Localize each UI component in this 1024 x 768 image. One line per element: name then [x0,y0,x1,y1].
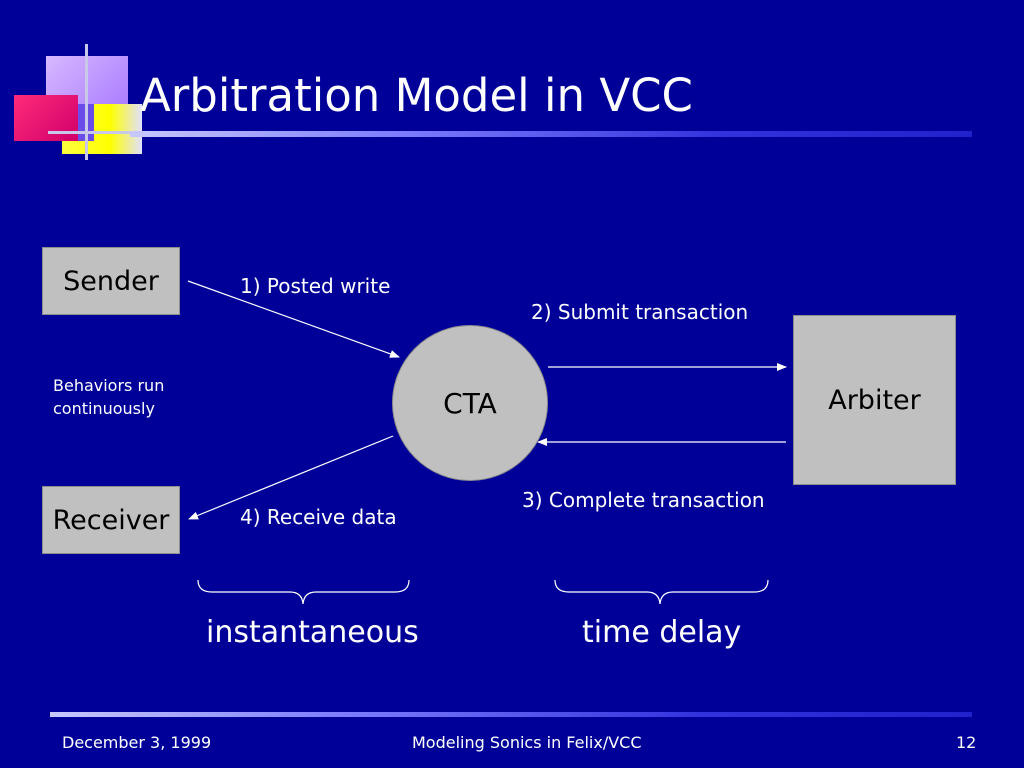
footer-rule [50,712,972,717]
edge-label-receive-data: 4) Receive data [240,505,397,529]
arbiter-label: Arbiter [828,384,921,416]
behaviors-note-line-2: continuously [53,399,155,418]
brace-instantaneous [197,579,410,605]
receiver-box: Receiver [42,486,180,554]
behaviors-note: Behaviors run continuously [53,374,213,420]
arrow-posted-write [187,280,400,358]
title-underline [130,131,972,137]
brace-label-instantaneous: instantaneous [206,615,419,650]
sender-box: Sender [42,247,180,315]
logo-vertical-line [85,44,88,160]
arbiter-box: Arbiter [793,315,956,485]
edge-label-posted-write: 1) Posted write [240,274,391,298]
receiver-label: Receiver [52,504,170,536]
brace-label-time-delay: time delay [582,615,742,650]
footer-date: December 3, 1999 [62,733,212,752]
cta-circle: CTA [392,325,548,481]
edge-label-complete-transaction: 3) Complete transaction [522,488,765,512]
brace-time-delay [554,579,769,605]
edge-label-submit-transaction: 2) Submit transaction [531,300,749,324]
footer-presentation-title: Modeling Sonics in Felix/VCC [412,733,642,752]
slide-title: Arbitration Model in VCC [140,69,693,122]
cta-label: CTA [443,386,497,420]
behaviors-note-line-1: Behaviors run [53,376,165,395]
logo-horizontal-line [48,131,142,134]
footer-page-number: 12 [956,733,977,752]
arrow-receive-data [188,435,394,520]
sender-label: Sender [63,265,159,297]
